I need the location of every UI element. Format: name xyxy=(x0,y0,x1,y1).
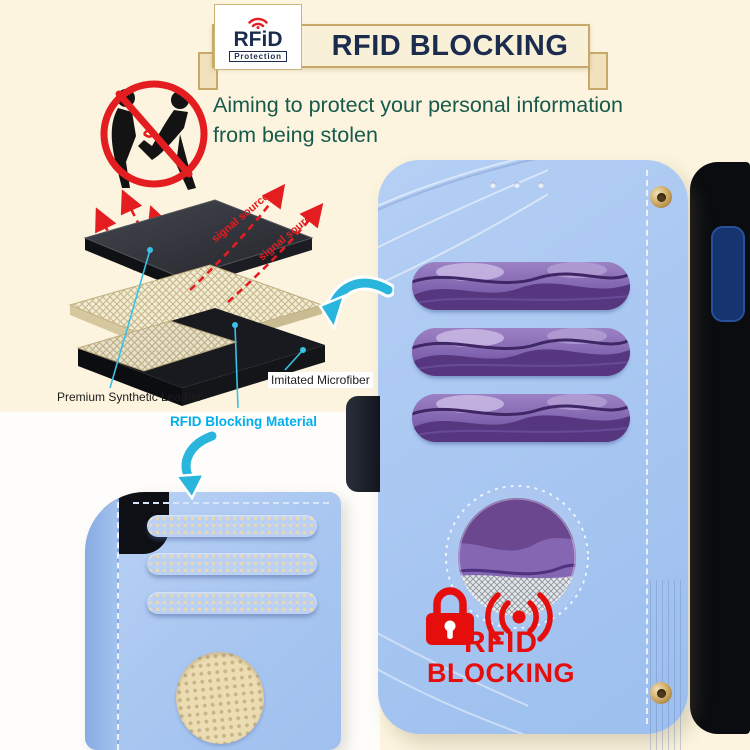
perforated-oval-patch xyxy=(171,647,269,749)
card-slot-edge xyxy=(147,592,317,614)
tagline-line1: Aiming to protect your personal informat… xyxy=(213,93,623,117)
flap-texture xyxy=(650,580,684,750)
grommet-hole xyxy=(656,192,666,202)
case-rfid-text: RFID xyxy=(464,626,538,659)
stitch-line xyxy=(133,502,329,504)
speaker-hole xyxy=(514,182,520,188)
no-theft-prohibition-icon xyxy=(100,80,208,190)
label-imitated-microfiber: Imitated Microfiber xyxy=(268,372,373,388)
rfid-protection-badge: RFiD Protection xyxy=(214,4,302,70)
card-slot-2 xyxy=(412,328,630,376)
case-blocking-text: BLOCKING xyxy=(427,658,575,688)
wallet-case-front: RFID BLOCKING xyxy=(378,160,688,750)
quilt-stitch-lines-bottom xyxy=(378,632,528,734)
badge-title: RFiD xyxy=(233,27,283,51)
signal-waves-icon xyxy=(485,592,553,642)
tagline-line2: from being stolen xyxy=(213,123,378,147)
case-interior-zoom-view xyxy=(85,492,341,750)
phone-body xyxy=(690,162,750,734)
vertical-stitch-line xyxy=(646,170,648,724)
grommet-top-icon xyxy=(650,186,672,208)
grommet-hole xyxy=(656,688,666,698)
label-premium-synthetic-leather: Premium Synthetic Leather xyxy=(57,390,202,404)
speaker-hole xyxy=(538,182,544,188)
card-slot-1 xyxy=(412,262,630,310)
card-slot-edge xyxy=(147,553,317,575)
speaker-holes xyxy=(490,182,544,188)
case-spine xyxy=(85,492,119,750)
card-slot-edge xyxy=(147,515,317,537)
banner-title: RFID BLOCKING xyxy=(331,30,569,62)
tagline: Aiming to protect your personal informat… xyxy=(213,90,623,150)
lock-icon xyxy=(426,587,474,645)
badge-subtitle: Protection xyxy=(229,50,287,62)
phone-camera-island xyxy=(711,226,745,322)
magnetic-clasp xyxy=(346,396,380,492)
quilt-stitch-lines-top xyxy=(378,160,548,286)
grommet-bottom-icon xyxy=(650,682,672,704)
camera-window-circle xyxy=(445,485,589,629)
material-layers-diagram xyxy=(68,183,325,409)
speaker-hole xyxy=(490,182,496,188)
curved-arrow-left-icon xyxy=(318,275,394,331)
wifi-signal-icon xyxy=(248,17,268,29)
card-slot-3 xyxy=(412,394,630,442)
ribbon-end-right xyxy=(588,52,608,90)
curved-arrow-down-icon xyxy=(173,430,220,500)
label-rfid-blocking-material: RFID Blocking Material xyxy=(170,414,318,429)
